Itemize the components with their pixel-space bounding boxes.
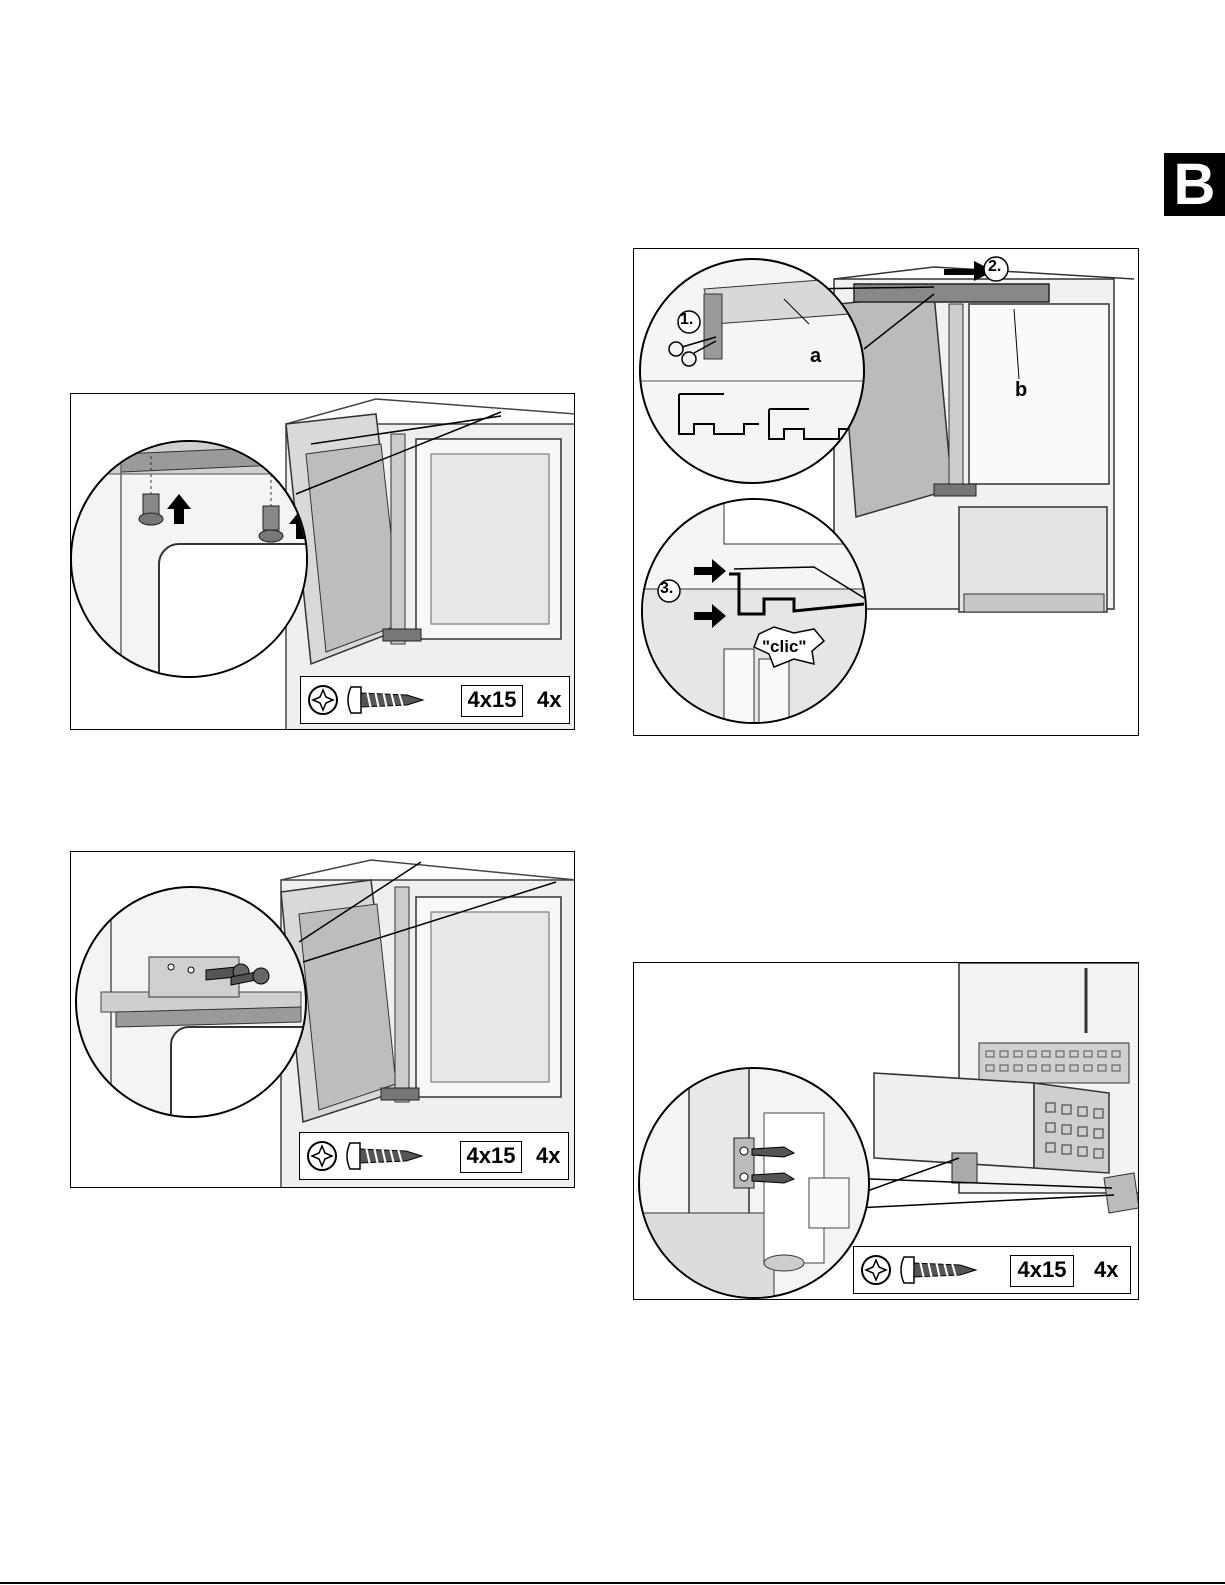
screw-size: 4x15 — [461, 685, 523, 717]
torx-drive-icon — [305, 677, 425, 723]
screw-quantity: 4x — [536, 1142, 560, 1170]
wood-screw-icon — [901, 1257, 914, 1283]
click-sound-label: "clic" — [762, 637, 806, 657]
figure-fix-bracket: 4x15 4x — [70, 851, 575, 1188]
part-label-b: b — [1015, 379, 1027, 402]
section-tab: B — [1164, 153, 1225, 216]
screw-icon — [259, 506, 283, 542]
screw-size: 4x15 — [1010, 1255, 1074, 1287]
step-3-label: 3. — [660, 580, 673, 598]
figure-remove-screws: 4x15 4x — [70, 393, 575, 730]
wood-screw-icon — [348, 687, 361, 713]
torx-drive-icon — [858, 1247, 978, 1293]
screw-spec-box: 4x15 4x — [299, 1132, 569, 1180]
figure-ventilation-strip-illustration — [634, 249, 1139, 736]
step-2-label: 2. — [988, 258, 1001, 276]
part-label-a: a — [810, 345, 821, 368]
screw-quantity: 4x — [537, 686, 561, 714]
footer-rule — [0, 1582, 1225, 1584]
screw-spec-box: 4x15 4x — [853, 1246, 1131, 1294]
figure-fix-base-grille: 4x15 4x — [633, 962, 1139, 1300]
torx-drive-icon — [304, 1133, 424, 1179]
screw-icon — [139, 494, 163, 525]
screw-quantity: 4x — [1094, 1256, 1118, 1284]
wood-screw-icon — [347, 1143, 360, 1169]
screw-size: 4x15 — [460, 1141, 522, 1173]
step-1-label: 1. — [680, 311, 693, 329]
screw-spec-box: 4x15 4x — [300, 676, 570, 724]
figure-ventilation-strip: 1. 2. 3. a b "clic" — [633, 248, 1139, 736]
